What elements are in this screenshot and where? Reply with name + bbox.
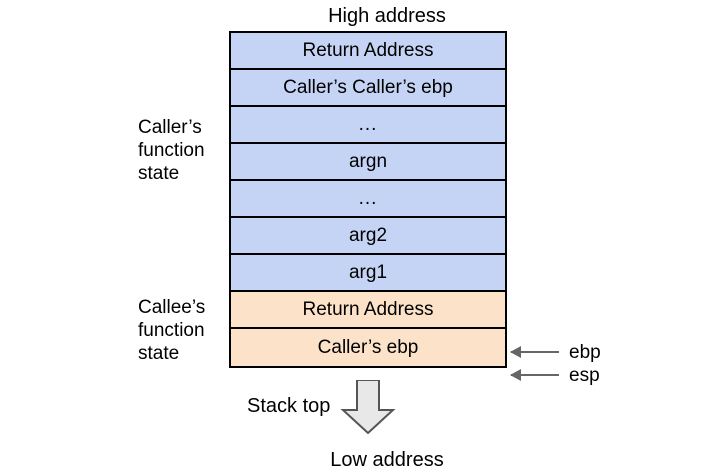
- stack-row-label: Return Address: [302, 39, 434, 61]
- callee-label-line-3: state: [138, 343, 180, 364]
- stack-row: Return Address: [231, 292, 505, 329]
- caller-label-line-2: function: [138, 140, 205, 161]
- caller-label-line-1: Caller’s: [138, 117, 202, 138]
- stack-row-label: arg2: [348, 224, 388, 246]
- stack-row: arg2: [231, 218, 505, 255]
- stack-row: argn: [231, 144, 505, 181]
- ebp-label: ebp: [569, 341, 601, 363]
- stack-top-label: Stack top: [247, 395, 331, 417]
- callee-label-line-2: function: [138, 320, 205, 341]
- stack-row-label: Caller’s ebp: [317, 336, 419, 358]
- stack-row-label: ...: [358, 113, 378, 135]
- stack-row: arg1: [231, 255, 505, 292]
- callee-label-line-1: Callee’s: [138, 297, 206, 318]
- stack-row: Caller’s ebp: [231, 329, 505, 366]
- esp-arrow-icon: [510, 369, 559, 381]
- caller-label-line-3: state: [138, 163, 180, 184]
- callee-function-state-label: Callee’s function state: [138, 296, 205, 365]
- stack-row: Return Address: [231, 33, 505, 70]
- stack-row: ...: [231, 181, 505, 218]
- stack-row-label: ...: [358, 187, 378, 209]
- high-address-label: High address: [0, 4, 720, 28]
- caller-function-state-label: Caller’s function state: [138, 116, 205, 185]
- stack-row-label: arg1: [348, 261, 388, 283]
- ebp-arrow-icon: [510, 346, 559, 358]
- esp-pointer: esp: [509, 364, 600, 386]
- stack-row: ...: [231, 107, 505, 144]
- low-address-text: Low address: [330, 449, 444, 471]
- ebp-pointer: ebp: [509, 341, 601, 363]
- stack-row-label: Caller’s Caller’s ebp: [283, 76, 453, 98]
- stack-row-label: argn: [348, 150, 388, 172]
- stack-row: Caller’s Caller’s ebp: [231, 70, 505, 107]
- high-address-text: High address: [328, 5, 446, 27]
- stack-table: Return Address Caller’s Caller’s ebp ...…: [229, 31, 507, 368]
- stack-row-label: Return Address: [302, 298, 434, 320]
- esp-label: esp: [569, 364, 600, 386]
- low-address-label: Low address: [0, 448, 720, 472]
- stack-growth-down-arrow-icon: [340, 380, 396, 434]
